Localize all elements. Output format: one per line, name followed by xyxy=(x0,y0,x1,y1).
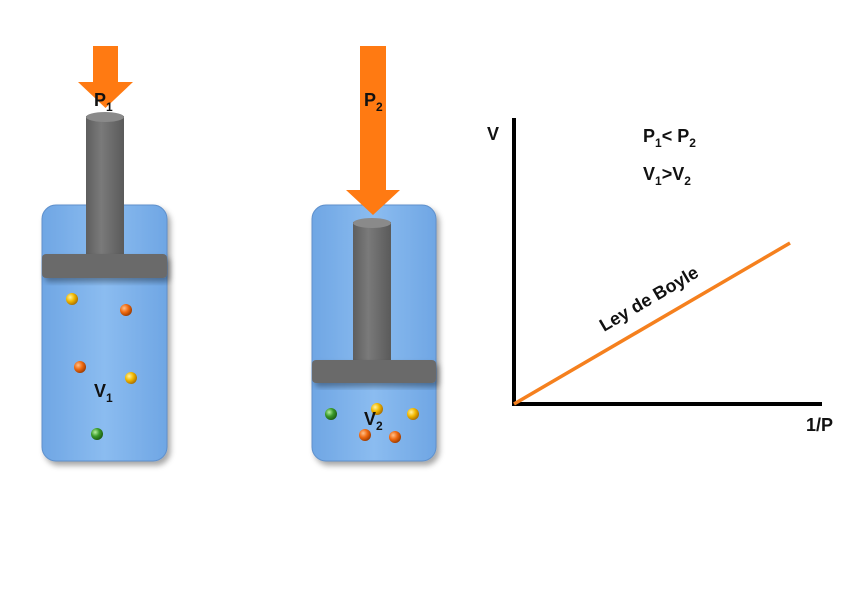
right-container: P2 V2 xyxy=(311,46,437,462)
particle xyxy=(91,428,103,440)
volume-relation: V1>V2 xyxy=(643,164,691,188)
x-axis-label: 1/P xyxy=(806,415,833,435)
particle xyxy=(389,431,401,443)
particle xyxy=(74,361,86,373)
boyle-graph: V 1/P Ley de Boyle P1< P2 V1>V2 xyxy=(487,118,833,435)
left-piston-rod xyxy=(86,116,124,260)
right-volume-label: V2 xyxy=(364,409,383,433)
right-pressure-arrow xyxy=(346,46,400,215)
particle xyxy=(371,403,383,415)
pressure-relation: P1< P2 xyxy=(643,126,696,150)
y-axis-label: V xyxy=(487,124,499,144)
particle xyxy=(359,429,371,441)
left-container: P1 V1 xyxy=(41,46,168,462)
left-volume-label: V1 xyxy=(94,381,113,405)
right-piston-rod xyxy=(353,222,391,372)
right-pressure-label: P2 xyxy=(364,90,383,114)
particle xyxy=(325,408,337,420)
right-piston-plate xyxy=(312,360,436,383)
left-pressure-label: P1 xyxy=(94,90,113,114)
boyle-line xyxy=(513,241,791,406)
particle xyxy=(66,293,78,305)
left-piston-plate xyxy=(42,254,167,278)
left-piston-rod-top xyxy=(86,112,124,122)
particle xyxy=(120,304,132,316)
right-piston-rod-top xyxy=(353,218,391,228)
particle xyxy=(407,408,419,420)
left-pressure-arrow xyxy=(78,46,133,108)
particle xyxy=(125,372,137,384)
